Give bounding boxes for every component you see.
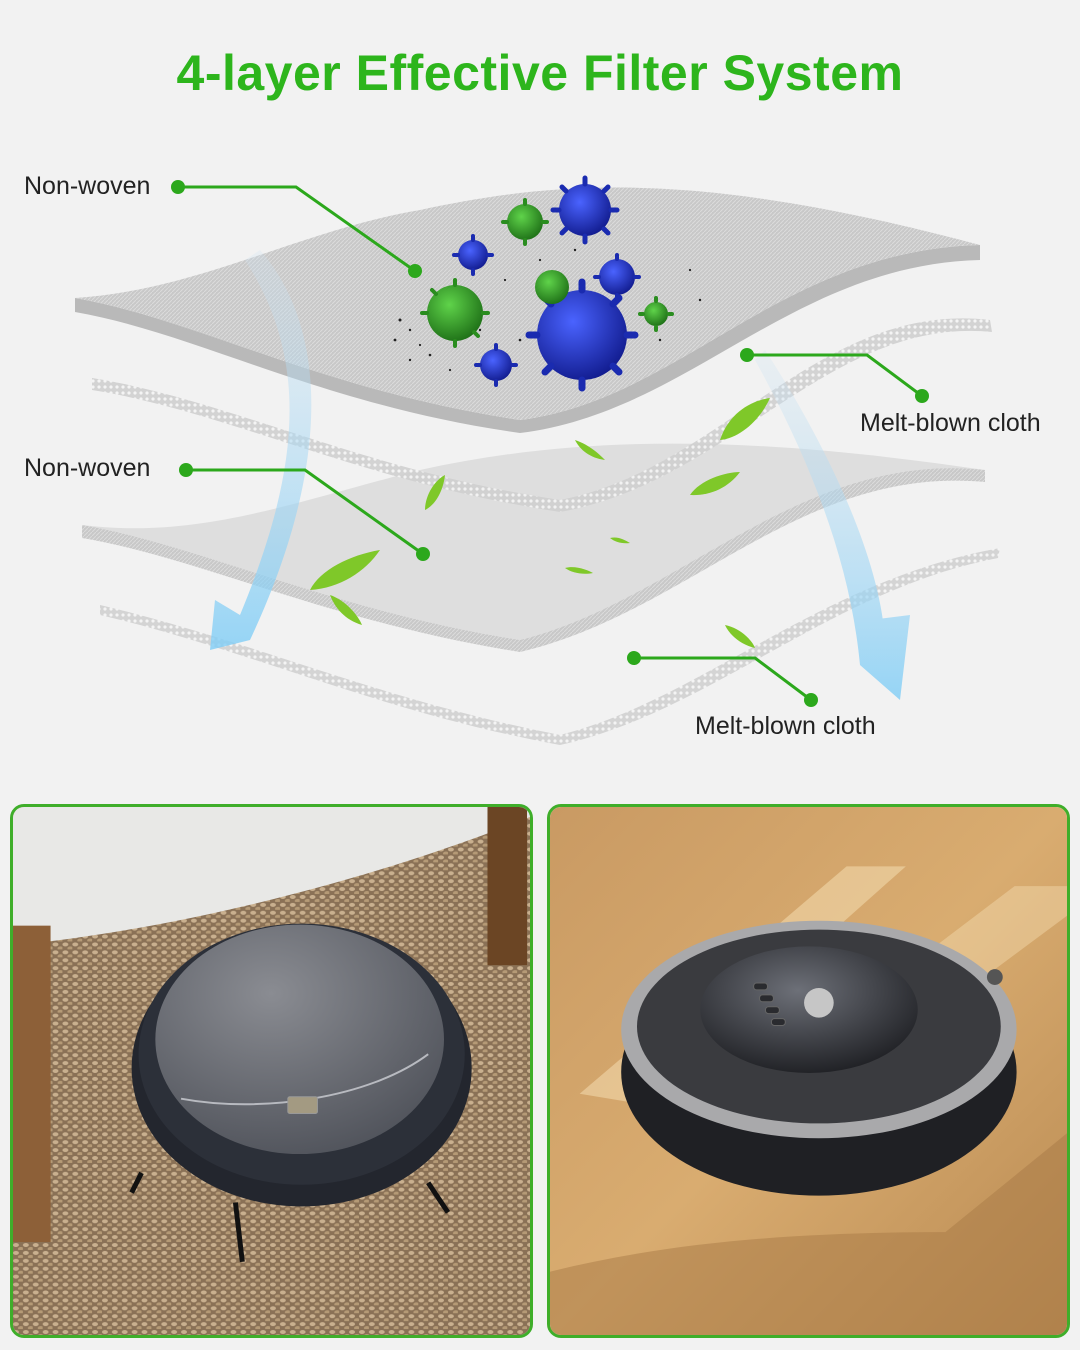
filter-layers-illustration [75, 175, 1000, 745]
label-layer3-non-woven: Non-woven [24, 454, 151, 482]
label-layer1-non-woven: Non-woven [24, 172, 151, 200]
airflow-arrow-left [210, 250, 312, 650]
label-layer2-melt-blown-cloth: Melt-blown cloth [860, 409, 1041, 437]
virus-particles [420, 175, 674, 392]
robot-vacuum-carpet-image [13, 807, 530, 1335]
robot-vacuum-wood-floor-image [550, 807, 1067, 1335]
page-title: 4-layer Effective Filter System [176, 45, 904, 101]
leaves [310, 398, 770, 648]
airflow-arrow-right [755, 350, 910, 700]
filter-layers-diagram: Non-woven Melt-blown cloth Non-woven Mel… [0, 150, 1080, 760]
label-layer4-melt-blown-cloth: Melt-blown cloth [695, 712, 876, 740]
photo-robot-vacuum-wood-floor [547, 804, 1070, 1338]
photo-robot-vacuum-carpet [10, 804, 533, 1338]
